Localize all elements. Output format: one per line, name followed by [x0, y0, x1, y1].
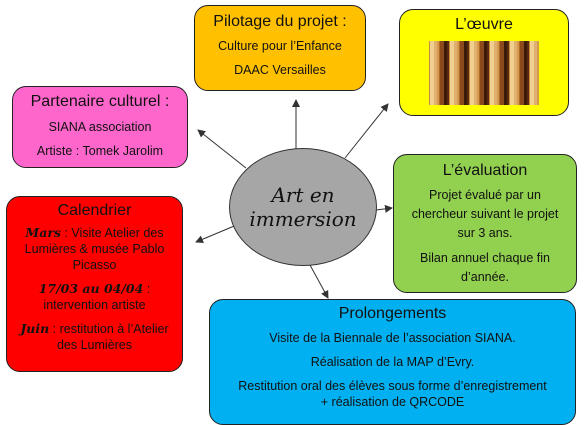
prolongements-line: Restitution oral des élèves sous forme d… [238, 379, 547, 409]
calendrier-item-text: : intervention artiste [43, 282, 151, 312]
calendrier-item: Mars : Visite Atelier des Lumières & mus… [13, 225, 176, 273]
artwork-image [429, 41, 539, 105]
partenaire-line: Artiste : Tomek Jarolim [36, 144, 164, 158]
calendrier-title: Calendrier [57, 202, 132, 219]
evaluation-box: L’évaluation Projet évalué par un cherch… [393, 154, 577, 293]
arrow-to-partenaire [197, 129, 247, 169]
arrow-to-calendrier [195, 223, 240, 243]
arrow-to-evaluation [375, 204, 393, 213]
calendrier-item: Juin : restitution à l’Atelier des Lumiè… [13, 321, 176, 353]
pilotage-box: Pilotage du projet : Culture pour l’Enfa… [194, 5, 366, 91]
calendrier-box: Calendrier Mars : Visite Atelier des Lum… [6, 196, 183, 372]
oeuvre-box: L’œuvre [399, 9, 569, 116]
pilotage-line: Culture pour l’Enfance [218, 39, 342, 53]
partenaire-box: Partenaire culturel : SIANA association … [12, 86, 188, 168]
calendrier-item-label: Mars [25, 225, 61, 240]
calendrier-item-label: Juin [20, 321, 50, 336]
calendrier-item: 17/03 au 04/04 : intervention artiste [13, 281, 176, 313]
partenaire-title: Partenaire culturel : [30, 93, 170, 110]
evaluation-line: Projet évalué par un chercheur suivant l… [411, 188, 559, 240]
pilotage-line: DAAC Versailles [234, 63, 326, 77]
center-circle: Art en immersion [229, 148, 377, 266]
center-line: Art en [271, 183, 335, 207]
calendrier-item-label: 17/03 au 04/04 [38, 281, 144, 296]
pilotage-title: Pilotage du projet : [213, 13, 347, 30]
arrow-to-oeuvre [344, 103, 389, 159]
oeuvre-title: L’œuvre [455, 16, 513, 33]
calendrier-item-text: : restitution à l’Atelier des Lumières [49, 322, 169, 352]
partenaire-line: SIANA association [48, 120, 152, 134]
evaluation-line: Bilan annuel chaque fin d’année. [420, 251, 550, 284]
prolongements-box: Prolongements Visite de la Biennale de l… [209, 299, 576, 425]
calendrier-item-text: : Visite Atelier des Lumières & musée Pa… [24, 226, 165, 272]
prolongements-title: Prolongements [338, 305, 447, 322]
arrow-to-prolongements [309, 264, 329, 299]
prolongements-line: Visite de la Biennale de l’association S… [269, 331, 516, 345]
center-line: immersion [249, 207, 357, 231]
prolongements-line: Réalisation de la MAP d’Evry. [310, 355, 475, 369]
evaluation-title: L’évaluation [442, 162, 528, 179]
